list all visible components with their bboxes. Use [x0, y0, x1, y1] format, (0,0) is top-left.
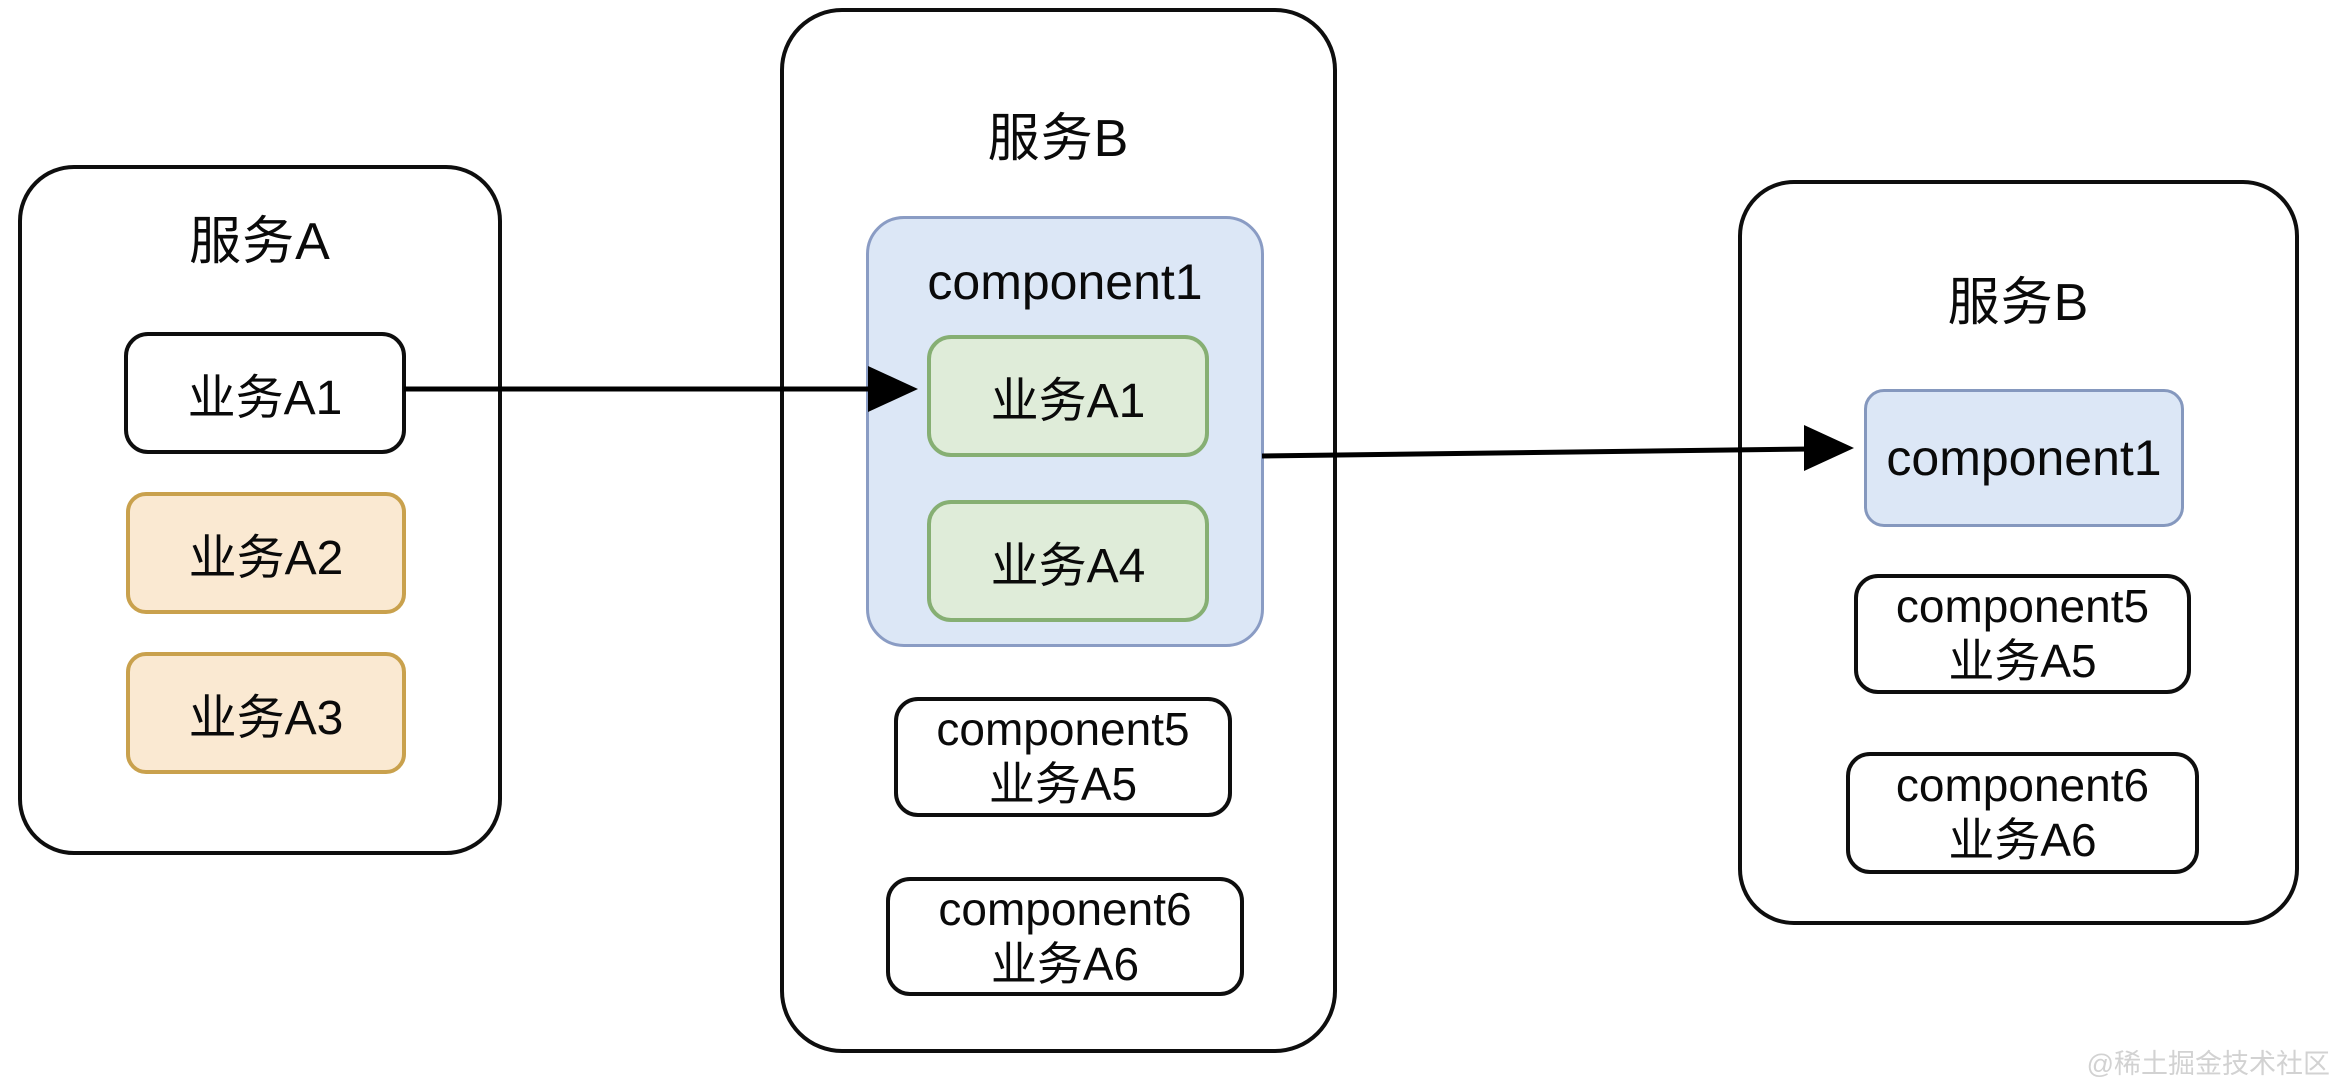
service-b-middle-title: 服务B	[987, 110, 1130, 168]
box-component1-right: component1	[1864, 389, 2184, 527]
service-b-right-container: 服务B component1 component5 业务A5 component…	[1738, 180, 2299, 925]
box-component6-right-line1: component6	[1895, 759, 2150, 811]
box-biz-a1-in-component1: 业务A1	[927, 335, 1209, 457]
box-biz-a4-in-component1-label: 业务A4	[990, 540, 1146, 593]
box-biz-a1: 业务A1	[124, 332, 406, 454]
box-biz-a1-in-component1-label: 业务A1	[990, 375, 1146, 428]
box-component5-right: component5 业务A5	[1854, 574, 2191, 694]
box-biz-a4-in-component1: 业务A4	[927, 500, 1209, 622]
service-a-container: 服务A 业务A1 业务A2 业务A3	[18, 165, 502, 855]
box-biz-a2: 业务A2	[126, 492, 406, 614]
service-a-title: 服务A	[189, 213, 331, 271]
box-component6-right-line2: 业务A6	[1948, 814, 2097, 866]
box-biz-a3: 业务A3	[126, 652, 406, 774]
box-component5-middle-line2: 业务A5	[988, 758, 1138, 810]
box-biz-a1-label: 业务A1	[187, 372, 343, 425]
component1-group: component1 业务A1 业务A4	[866, 216, 1264, 647]
box-component6-right: component6 业务A6	[1846, 752, 2199, 874]
box-component5-right-line2: 业务A5	[1948, 635, 2097, 687]
component1-group-label: component1	[927, 254, 1203, 310]
box-biz-a3-label: 业务A3	[188, 692, 344, 745]
box-biz-a2-label: 业务A2	[188, 532, 344, 585]
service-b-right-title: 服务B	[1947, 274, 2090, 332]
box-component6-middle-line2: 业务A6	[990, 937, 1140, 990]
box-component5-middle: component5 业务A5	[894, 697, 1232, 817]
box-component6-middle: component6 业务A6	[886, 877, 1244, 996]
box-component5-middle-line1: component5	[936, 703, 1190, 755]
watermark: @稀土掘金技术社区	[2086, 1049, 2330, 1079]
box-component6-middle-line1: component6	[938, 882, 1192, 935]
box-component1-right-label: component1	[1886, 430, 2162, 486]
service-b-middle-container: 服务B component1 业务A1 业务A4 component5 业务A5…	[780, 8, 1337, 1053]
box-component5-right-line1: component5	[1895, 580, 2150, 632]
